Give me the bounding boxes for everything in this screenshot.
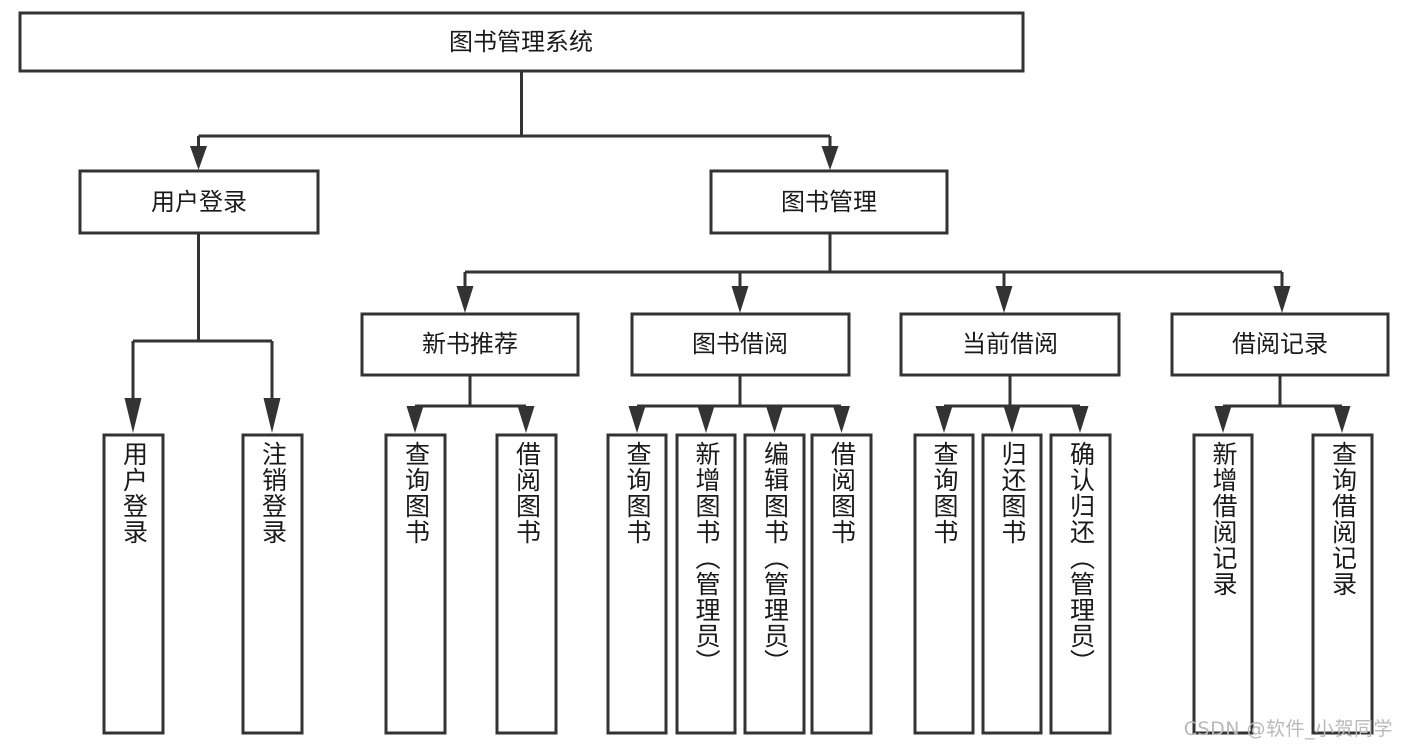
arrowhead-book-borrow — [731, 286, 749, 313]
connector-group-book-management-to-level3 — [456, 233, 1291, 313]
watermark-text: CSDN @软件_小贺同学 — [1183, 718, 1393, 740]
leaf-box-add-book[interactable] — [675, 433, 737, 735]
node-book-management[interactable]: 图书管理 — [709, 169, 949, 235]
node-current-borrow-box[interactable] — [899, 312, 1121, 377]
leaf-group-new-book-recommend — [384, 433, 558, 735]
arrowhead-leaf-edit-book — [766, 406, 783, 433]
leaf-box-borrow-book-1[interactable] — [495, 433, 558, 735]
arrowhead-current-borrow — [995, 286, 1013, 313]
node-borrow-record-box[interactable] — [1170, 312, 1390, 377]
node-borrow-record[interactable]: 借阅记录 — [1170, 312, 1390, 377]
leaf-group-borrow-record — [1192, 433, 1374, 735]
connector-group-root-to-level2 — [190, 71, 839, 170]
node-current-borrow-label: 当前借阅 — [962, 330, 1058, 358]
leaf-group-current-borrow — [913, 433, 1112, 735]
arrowhead-leaf-borrow-book-2 — [833, 406, 850, 433]
node-new-book-recommend-label: 新书推荐 — [422, 330, 518, 358]
leaf-box-user-logout[interactable] — [241, 433, 304, 735]
arrowhead-leaf-borrow-book-1 — [517, 406, 535, 433]
node-new-book-recommend-box[interactable] — [360, 312, 580, 377]
arrowhead-leaf-query-book-3 — [935, 406, 953, 433]
arrowhead-leaf-query-book-2 — [628, 406, 646, 433]
connector-group-book-borrow-to-leaves — [628, 375, 850, 433]
leaf-box-borrow-book-2[interactable] — [810, 433, 873, 735]
arrowhead-leaf-query-book-1 — [406, 406, 424, 433]
leaf-box-return-book[interactable] — [981, 433, 1043, 735]
leaf-box-edit-book[interactable] — [743, 433, 806, 735]
node-borrow-record-label: 借阅记录 — [1232, 330, 1328, 358]
leaf-box-user-login[interactable] — [102, 433, 165, 735]
connector-group-user-login-to-leaves — [124, 233, 281, 433]
arrowhead-user-login — [190, 146, 207, 170]
node-root[interactable]: 图书管理系统 — [18, 11, 1025, 73]
node-book-borrow-box[interactable] — [630, 312, 851, 377]
node-root-box[interactable] — [18, 11, 1025, 73]
node-new-book-recommend[interactable]: 新书推荐 — [360, 312, 580, 377]
arrowhead-new-book-recommend — [456, 286, 474, 313]
arrowhead-leaf-add-record — [1214, 406, 1232, 433]
node-root-label: 图书管理系统 — [449, 28, 593, 56]
connector-group-new-book-to-leaves — [406, 375, 535, 433]
arrowhead-book-management — [821, 146, 839, 170]
node-user-login-label: 用户登录 — [151, 188, 247, 216]
node-book-borrow-label: 图书借阅 — [692, 330, 788, 358]
arrowhead-leaf-query-record — [1333, 406, 1351, 433]
leaf-box-add-record[interactable] — [1192, 433, 1254, 735]
leaf-box-confirm-return[interactable] — [1049, 433, 1112, 735]
node-book-management-label: 图书管理 — [781, 188, 877, 216]
arrowhead-leaf-return-book — [1003, 406, 1021, 433]
node-book-management-box[interactable] — [709, 169, 949, 235]
leaf-box-query-book-3[interactable] — [913, 433, 975, 735]
leaf-group-user-login — [102, 433, 304, 735]
leaf-box-query-book-1[interactable] — [384, 433, 447, 735]
node-user-login[interactable]: 用户登录 — [78, 169, 320, 235]
leaf-box-query-book-2[interactable] — [606, 433, 668, 735]
leaf-box-query-record[interactable] — [1311, 433, 1374, 735]
connector-group-borrow-record-to-leaves — [1214, 375, 1351, 433]
node-current-borrow[interactable]: 当前借阅 — [899, 312, 1121, 377]
node-book-borrow[interactable]: 图书借阅 — [630, 312, 851, 377]
arrowhead-leaf-user-login — [124, 398, 142, 433]
node-user-login-box[interactable] — [78, 169, 320, 235]
arrowhead-leaf-confirm-return — [1071, 406, 1089, 433]
leaf-group-book-borrow — [606, 433, 873, 735]
arrowhead-leaf-add-book — [697, 406, 715, 433]
arrowhead-borrow-record — [1273, 286, 1291, 313]
arrowhead-leaf-user-logout — [263, 398, 281, 433]
connector-group-current-borrow-to-leaves — [935, 375, 1089, 433]
